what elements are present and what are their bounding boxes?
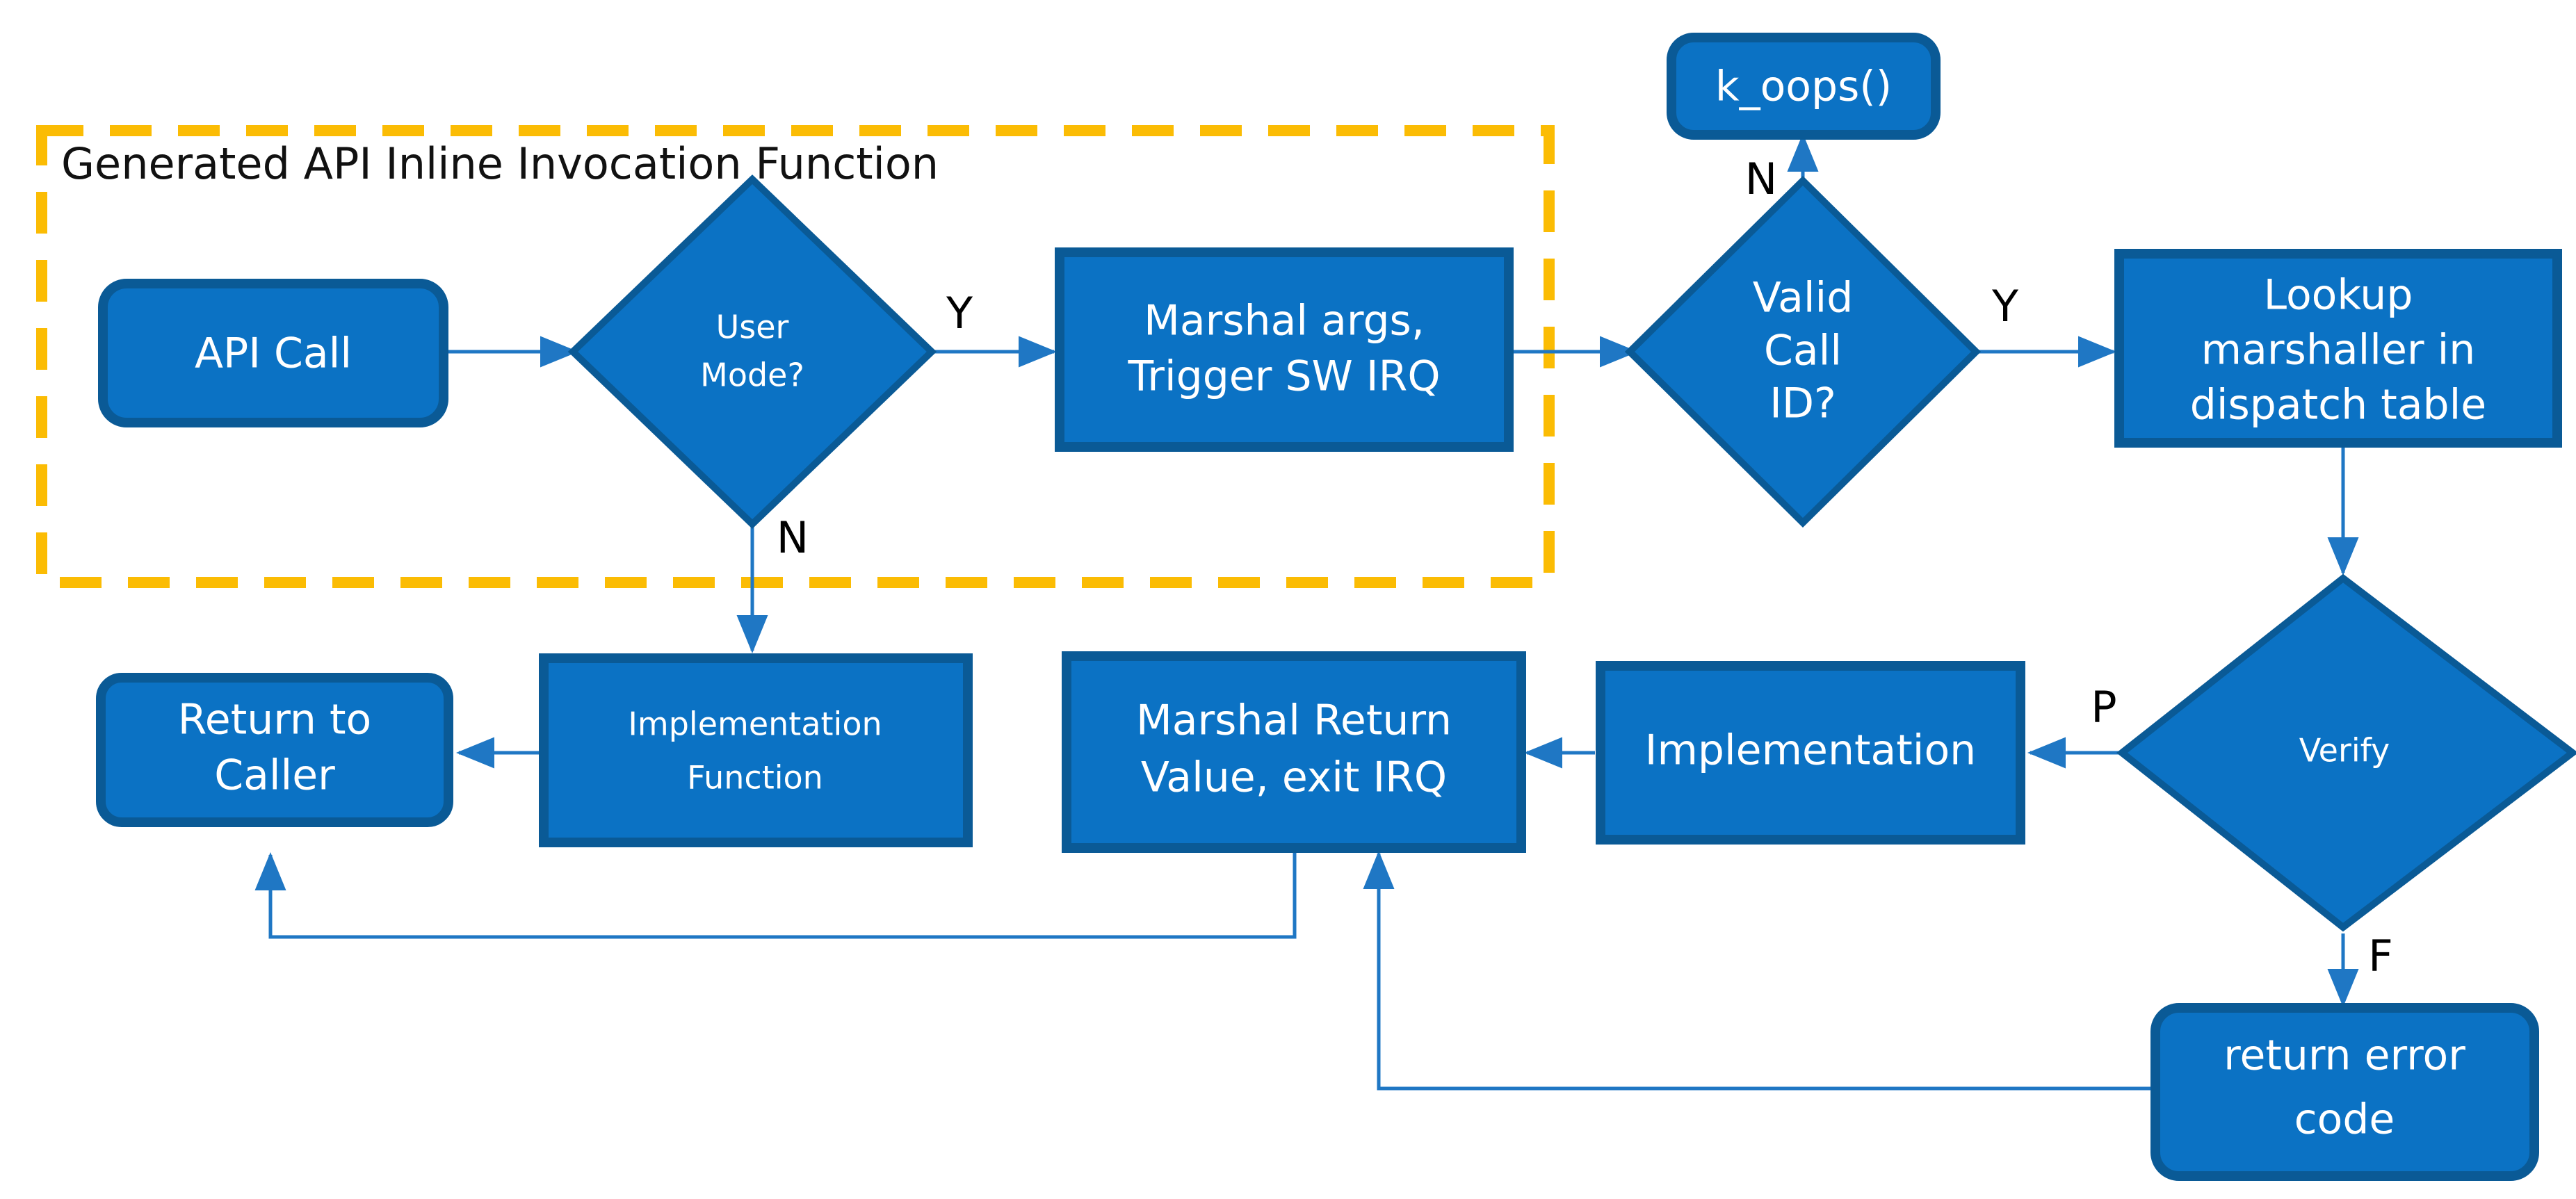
node-verify[interactable]: Verify xyxy=(2116,573,2576,932)
impl-function-label-line1: Implementation xyxy=(628,705,882,743)
api-call-label: API Call xyxy=(195,329,352,378)
group-title-label: Generated API Inline Invocation Function xyxy=(61,138,939,189)
edge-label-valid-call-id-no: N xyxy=(1745,154,1777,204)
node-return-error-code[interactable]: return error code xyxy=(2150,1003,2539,1181)
marshal-return-label-line2: Value, exit IRQ xyxy=(1141,753,1447,802)
marshal-return-shape[interactable] xyxy=(1062,651,1526,853)
lookup-marshaller-label-line1: Lookup xyxy=(2264,271,2413,320)
valid-call-id-shape[interactable] xyxy=(1624,175,1982,528)
return-error-code-label-line2: code xyxy=(2294,1095,2395,1144)
marshal-args-label-line1: Marshal args, xyxy=(1144,297,1425,345)
node-k-oops[interactable]: k_oops() xyxy=(1667,33,1941,140)
marshal-args-label-line2: Trigger SW IRQ xyxy=(1127,352,1440,401)
implementation-shape[interactable] xyxy=(1596,661,2025,845)
edge-labels-layer: Y N N Y P F xyxy=(777,154,2393,981)
user-mode-label-line2: Mode? xyxy=(700,357,804,394)
edge-marshal-return-to-return-to-caller xyxy=(254,847,1297,939)
verify-shape[interactable] xyxy=(2116,573,2576,932)
edge-label-valid-call-id-yes: Y xyxy=(1991,281,2018,332)
return-error-code-shape[interactable] xyxy=(2150,1003,2539,1181)
return-to-caller-label-line2: Caller xyxy=(214,751,335,800)
node-marshal-args[interactable]: Marshal args, Trigger SW IRQ xyxy=(1055,247,1514,452)
node-valid-call-id[interactable]: Valid Call ID? xyxy=(1624,175,1982,528)
lookup-marshaller-shape[interactable] xyxy=(2114,249,2562,448)
user-mode-label-line1: User xyxy=(716,309,789,346)
lookup-marshaller-label-line3: dispatch table xyxy=(2190,381,2486,430)
implementation-label: Implementation xyxy=(1645,726,1976,775)
api-call-shape[interactable] xyxy=(98,279,448,427)
node-implementation[interactable]: Implementation xyxy=(1596,661,2025,845)
return-error-code-label-line1: return error xyxy=(2223,1031,2465,1080)
node-user-mode[interactable]: User Mode? xyxy=(567,174,937,529)
edge-return-error-code-to-marshal-return xyxy=(1363,850,2152,1091)
marshal-return-label-line1: Marshal Return xyxy=(1136,696,1452,745)
group-dashed-border xyxy=(36,125,1555,588)
impl-function-shape[interactable] xyxy=(539,653,973,847)
edges-layer xyxy=(254,133,2359,1091)
verify-label: Verify xyxy=(2299,732,2390,769)
node-return-to-caller[interactable]: Return to Caller xyxy=(96,673,453,827)
valid-call-id-label-line1: Valid xyxy=(1753,274,1854,323)
k-oops-label: k_oops() xyxy=(1715,63,1892,111)
valid-call-id-label-line3: ID? xyxy=(1769,380,1836,428)
generated-api-group: Generated API Inline Invocation Function xyxy=(36,125,1555,588)
node-impl-function[interactable]: Implementation Function xyxy=(539,653,973,847)
return-to-caller-shape[interactable] xyxy=(96,673,453,827)
user-mode-shape[interactable] xyxy=(567,174,937,529)
node-marshal-return[interactable]: Marshal Return Value, exit IRQ xyxy=(1062,651,1526,853)
impl-function-label-line2: Function xyxy=(687,759,823,797)
return-to-caller-label-line1: Return to xyxy=(178,696,371,744)
valid-call-id-label-line2: Call xyxy=(1764,327,1842,375)
lookup-marshaller-label-line2: marshaller in xyxy=(2201,326,2476,375)
edge-label-verify-fail: F xyxy=(2368,931,2393,981)
edge-label-user-mode-no: N xyxy=(777,512,809,563)
node-lookup-marshaller[interactable]: Lookup marshaller in dispatch table xyxy=(2114,249,2562,448)
node-api-call[interactable]: API Call xyxy=(98,279,448,427)
marshal-args-shape[interactable] xyxy=(1055,247,1514,452)
edge-label-verify-pass: P xyxy=(2091,682,2116,733)
k-oops-shape[interactable] xyxy=(1667,33,1941,140)
edge-label-user-mode-yes: Y xyxy=(946,288,973,339)
